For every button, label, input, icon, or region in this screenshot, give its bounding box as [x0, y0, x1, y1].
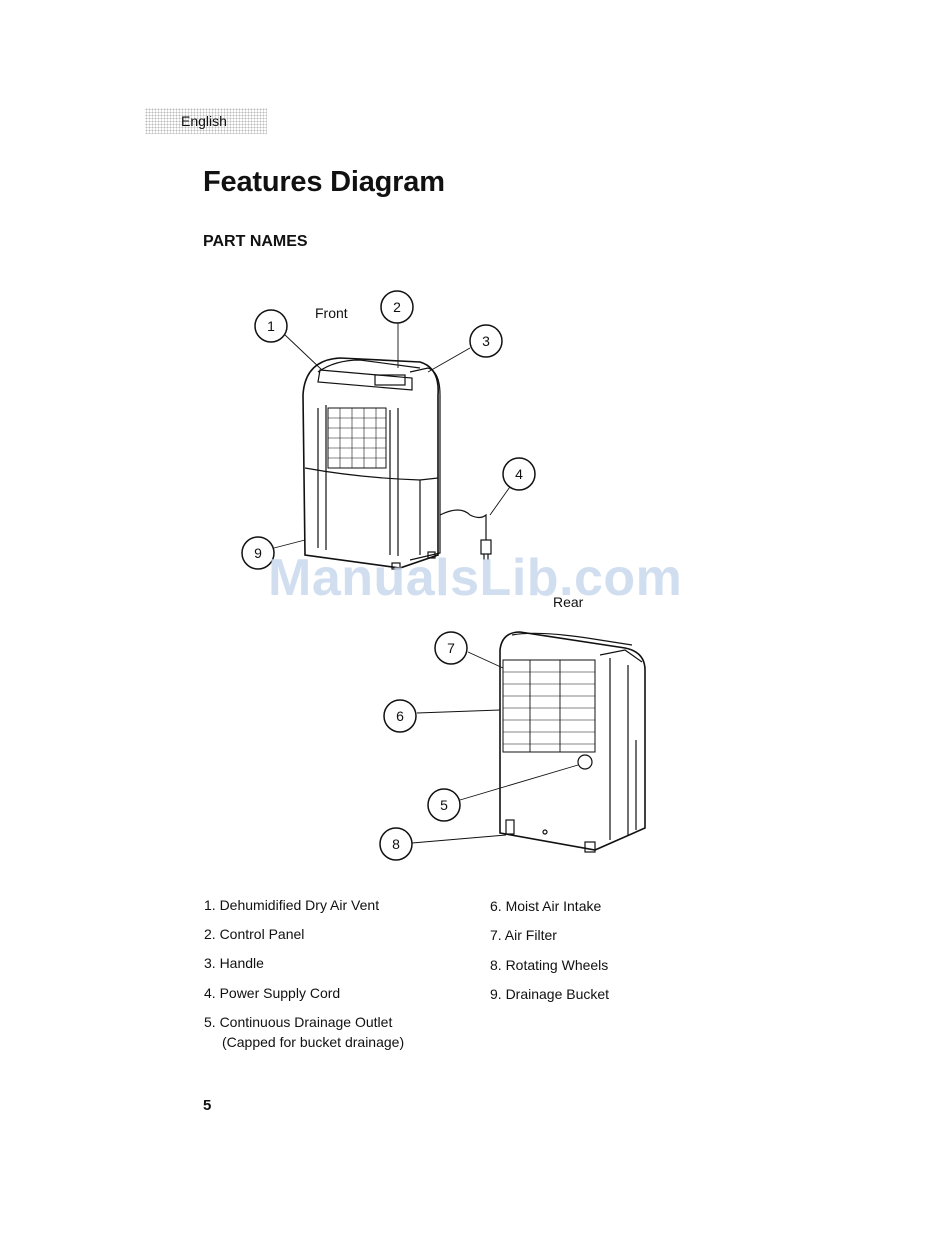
- list-item: 1. Dehumidified Dry Air Vent: [204, 896, 379, 914]
- list-item: 2. Control Panel: [204, 925, 304, 943]
- callout-1-label: 1: [267, 318, 275, 334]
- list-item: 4. Power Supply Cord: [204, 984, 340, 1002]
- callout-2-label: 2: [393, 299, 401, 315]
- front-label: Front: [315, 305, 348, 321]
- callout-7-label: 7: [447, 640, 455, 656]
- list-item: 6. Moist Air Intake: [490, 897, 601, 915]
- list-item-note: (Capped for bucket drainage): [222, 1033, 404, 1051]
- callout-5-label: 5: [440, 797, 448, 813]
- rear-unit-illustration: [500, 632, 645, 852]
- callout-3-label: 3: [482, 333, 490, 349]
- list-item: 3. Handle: [204, 954, 264, 972]
- callout-9-label: 9: [254, 545, 262, 561]
- list-item: 5. Continuous Drainage Outlet: [204, 1013, 392, 1031]
- watermark: ManualsLib.com: [268, 548, 682, 608]
- list-item: 8. Rotating Wheels: [490, 956, 608, 974]
- page-number: 5: [203, 1097, 211, 1114]
- list-item: 7. Air Filter: [490, 926, 557, 944]
- callout-6-label: 6: [396, 708, 404, 724]
- list-item: 9. Drainage Bucket: [490, 985, 609, 1003]
- callout-4-label: 4: [515, 466, 523, 482]
- front-unit-illustration: [303, 358, 491, 569]
- callout-8-label: 8: [392, 836, 400, 852]
